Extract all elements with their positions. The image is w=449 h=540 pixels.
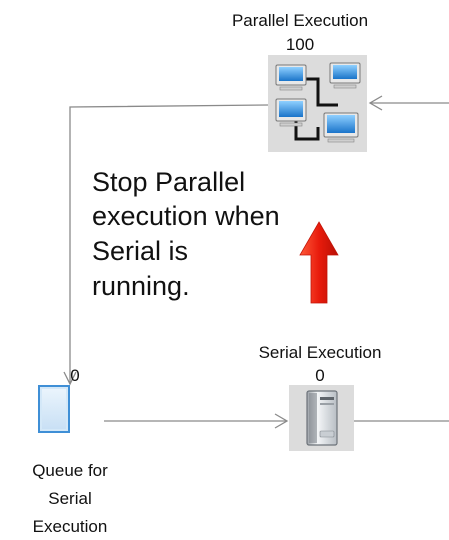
queue-node[interactable] <box>38 385 70 433</box>
queue-box-icon <box>42 389 66 429</box>
parallel-execution-node[interactable] <box>268 55 367 152</box>
queue-title-line-1: Queue for <box>32 461 108 480</box>
annotation-line-4: running. <box>92 271 190 301</box>
connector-queue-to-serial <box>104 413 289 429</box>
annotation-line-3: Serial is <box>92 236 189 266</box>
queue-title-line-3: Execution <box>32 517 108 536</box>
parallel-execution-title: Parallel Execution <box>231 11 369 30</box>
serial-execution-node[interactable] <box>289 385 354 451</box>
serial-execution-title: Serial Execution <box>258 343 382 362</box>
annotation-line-1: Stop Parallel <box>92 167 246 197</box>
parallel-execution-count: 100 <box>285 35 315 54</box>
serial-execution-count: 0 <box>315 366 325 385</box>
networked-computers-icon <box>275 62 361 143</box>
queue-title-line-2: Serial <box>48 489 92 508</box>
up-arrow-icon <box>299 221 339 304</box>
connector-incoming-parallel <box>368 95 449 111</box>
queue-count: 0 <box>70 366 80 385</box>
server-tower-icon <box>306 390 338 446</box>
connector-parallel-to-queue <box>63 104 269 386</box>
annotation-line-2: execution when <box>92 201 280 231</box>
